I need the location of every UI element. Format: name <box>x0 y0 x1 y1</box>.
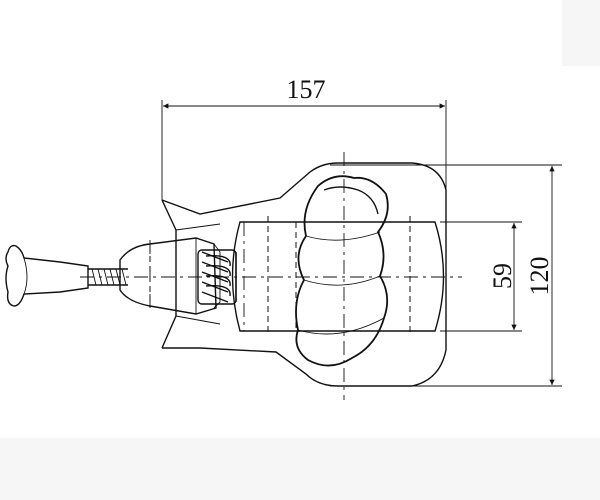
drawing-area <box>0 66 600 438</box>
dimension-label-height-outer: 120 <box>525 257 554 296</box>
lever-handle <box>295 175 389 367</box>
barrel <box>231 216 445 336</box>
centerlines <box>80 152 462 400</box>
pull-knob <box>5 244 128 307</box>
dimension-height-inner: 59 <box>440 221 522 332</box>
top-blank-area <box>0 0 562 66</box>
dimension-width: 157 <box>161 75 447 280</box>
bottom-margin <box>0 438 600 500</box>
dimension-label-height-inner: 59 <box>488 263 517 289</box>
dimension-label-width: 157 <box>287 75 326 104</box>
body-outline <box>161 162 447 387</box>
